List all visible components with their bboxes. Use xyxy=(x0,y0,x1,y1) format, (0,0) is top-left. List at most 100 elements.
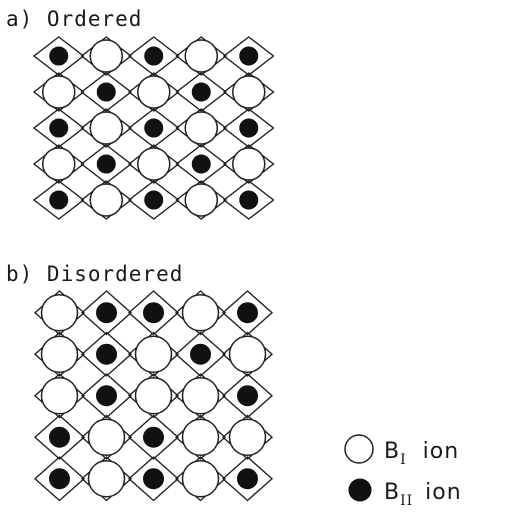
b1-ion xyxy=(42,75,76,109)
lattice-tile xyxy=(174,331,227,377)
b2-ion xyxy=(96,343,117,365)
b1-ion xyxy=(184,39,218,73)
b2-ion xyxy=(190,343,211,365)
b1-ion xyxy=(40,335,79,373)
b2-ion xyxy=(96,82,116,102)
legend-b2-symbol: B xyxy=(384,480,400,505)
lattice-tile xyxy=(80,108,133,148)
b1-ion xyxy=(181,418,220,456)
lattice-tile xyxy=(80,180,133,220)
lattice-tile xyxy=(80,144,133,184)
b2-ion xyxy=(237,302,258,324)
b2-ion xyxy=(49,46,69,66)
lattice-tile xyxy=(80,290,133,336)
legend-filled-circle-icon xyxy=(348,478,372,502)
legend-b1-subscript: I xyxy=(400,452,407,468)
b2-ion xyxy=(237,468,258,490)
legend-open-circle-icon xyxy=(344,434,374,464)
lattice-tile xyxy=(127,180,180,220)
b2-ion xyxy=(191,82,211,102)
b2-ion xyxy=(239,46,259,66)
b1-ion xyxy=(184,111,218,145)
lattice-tile xyxy=(80,72,133,112)
legend-b1-suffix: ion xyxy=(423,439,460,464)
b2-ion xyxy=(143,468,164,490)
b1-ion xyxy=(87,460,126,498)
b1-ion xyxy=(89,183,123,217)
b1-ion xyxy=(228,418,267,456)
b1-ion xyxy=(87,418,126,456)
lattice-tile xyxy=(33,456,86,502)
lattice-tile xyxy=(33,414,86,460)
b1-ion xyxy=(232,75,266,109)
lattice-tile xyxy=(175,36,228,76)
b1-ion xyxy=(137,75,171,109)
lattice-tile xyxy=(222,108,275,148)
lattice-tile xyxy=(32,144,85,184)
b2-ion xyxy=(96,385,117,407)
lattice-tile xyxy=(127,36,180,76)
lattice-tile xyxy=(175,108,228,148)
lattice-tile xyxy=(80,331,133,377)
lattice-tile xyxy=(32,108,85,148)
lattice-tile xyxy=(221,373,274,419)
lattice-tile xyxy=(127,144,180,184)
b1-ion xyxy=(184,183,218,217)
b1-ion xyxy=(181,460,220,498)
b1-ion xyxy=(40,377,79,415)
b2-ion xyxy=(49,426,70,448)
b1-ion xyxy=(137,147,171,181)
lattice-tile xyxy=(175,72,228,112)
b1-ion xyxy=(181,377,220,415)
lattice-tile xyxy=(221,456,274,502)
legend-b2-suffix: ion xyxy=(425,480,462,505)
b1-ion xyxy=(42,147,76,181)
lattice-tile xyxy=(127,72,180,112)
b2-ion xyxy=(237,385,258,407)
b2-ion xyxy=(144,118,164,138)
lattice-tile xyxy=(32,180,85,220)
b1-ion xyxy=(134,335,173,373)
b1-ion xyxy=(134,377,173,415)
b2-ion xyxy=(49,190,69,210)
legend-b1-symbol: B xyxy=(384,439,400,464)
b1-ion xyxy=(232,147,266,181)
ordered-lattice xyxy=(32,36,275,220)
b1-ion xyxy=(40,294,79,332)
b2-ion xyxy=(96,302,117,324)
b2-ion xyxy=(143,426,164,448)
lattice-tile xyxy=(175,180,228,220)
panel-a-label: a) Ordered xyxy=(6,7,142,31)
b1-ion xyxy=(228,335,267,373)
lattice-tile xyxy=(127,456,180,502)
lattice-tile xyxy=(32,36,85,76)
disordered-lattice xyxy=(33,290,274,502)
lattice-tile xyxy=(222,72,275,112)
b2-ion xyxy=(96,154,116,174)
legend-item-b2: BII ion xyxy=(348,478,462,509)
legend-b2-subscript: II xyxy=(400,493,413,509)
b2-ion xyxy=(191,154,211,174)
b1-ion xyxy=(89,111,123,145)
b2-ion xyxy=(144,46,164,66)
lattice-tile xyxy=(127,108,180,148)
lattice-tile xyxy=(127,414,180,460)
lattice-tile xyxy=(222,180,275,220)
b1-ion xyxy=(181,294,220,332)
lattice-tile xyxy=(222,36,275,76)
b2-ion xyxy=(143,302,164,324)
lattice-tile xyxy=(32,72,85,112)
lattice-tile xyxy=(175,144,228,184)
b2-ion xyxy=(239,190,259,210)
b1-ion xyxy=(89,39,123,73)
b2-ion xyxy=(49,118,69,138)
b2-ion xyxy=(49,468,70,490)
b2-ion xyxy=(144,190,164,210)
lattice-tile xyxy=(80,36,133,76)
lattice-tile xyxy=(80,373,133,419)
